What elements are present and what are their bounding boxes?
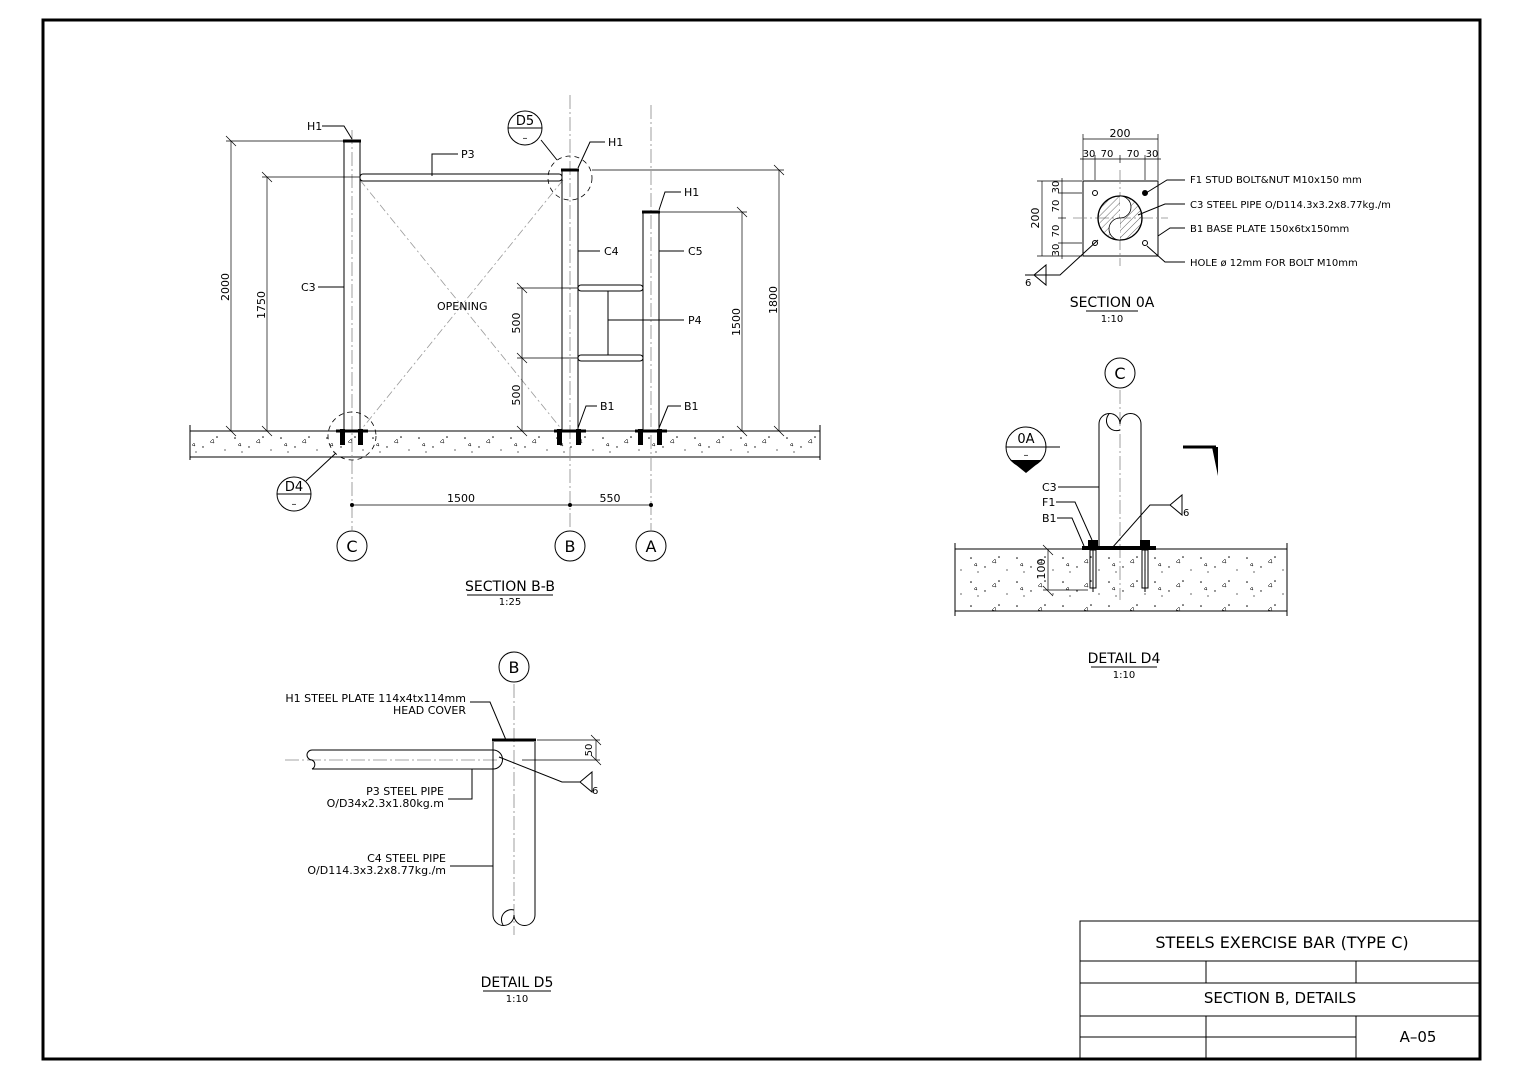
- svg-text:B1: B1: [1042, 512, 1057, 525]
- ground-slab: [190, 431, 820, 457]
- svg-text:C3: C3: [301, 281, 316, 294]
- detail-d5-view: B 50 6 H1 STEEL PLATE 114x4tx114mm HEAD …: [285, 651, 602, 1005]
- svg-text:30: 30: [1051, 244, 1062, 257]
- svg-text:500: 500: [510, 385, 523, 406]
- svg-text:F1: F1: [1042, 496, 1055, 509]
- svg-text:B1 BASE PLATE 150x6tx150mm: B1 BASE PLATE 150x6tx150mm: [1190, 224, 1349, 235]
- svg-text:D4: D4: [285, 480, 303, 495]
- base-bolts: [336, 429, 667, 445]
- svg-text:C3 STEEL PIPE O/D114.3x3.2x: C3 STEEL PIPE O/D114.3x3.2x8.77kg./m: [1190, 200, 1391, 211]
- detail-d4-scale: 1:10: [1113, 670, 1135, 681]
- grid-c: C: [346, 537, 357, 556]
- grid-a: A: [646, 537, 657, 556]
- svg-text:–: –: [1024, 450, 1029, 461]
- svg-text:HEAD COVER: HEAD COVER: [393, 704, 466, 717]
- section-0a-title: SECTION 0A: [1070, 295, 1155, 311]
- svg-text:0A: 0A: [1017, 432, 1034, 447]
- svg-text:–: –: [292, 499, 297, 510]
- svg-text:O/D114.3x3.2x8.77kg./m: O/D114.3x3.2x8.77kg./m: [307, 864, 446, 877]
- svg-text:C3: C3: [1042, 481, 1057, 494]
- svg-text:H1: H1: [307, 120, 322, 133]
- drawing-number: A–05: [1400, 1028, 1437, 1046]
- svg-text:HOLE ø 12mm FOR BOLT M10m: HOLE ø 12mm FOR BOLT M10mm: [1190, 258, 1358, 269]
- base-plate: [1082, 180, 1159, 257]
- svg-text:70: 70: [1051, 200, 1062, 213]
- d4-slab: [955, 549, 1287, 611]
- svg-text:50: 50: [584, 744, 595, 757]
- section-bb-scale: 1:25: [499, 597, 521, 608]
- svg-text:550: 550: [600, 492, 621, 505]
- svg-text:500: 500: [510, 313, 523, 334]
- project-title: STEELS EXERCISE BAR (TYPE C): [1155, 933, 1408, 952]
- svg-text:F1 STUD BOLT&NUT M10x150 m: F1 STUD BOLT&NUT M10x150 mm: [1190, 175, 1362, 186]
- title-block: STEELS EXERCISE BAR (TYPE C) SECTION B, …: [1079, 920, 1481, 1060]
- svg-text:O/D34x2.3x1.80kg.m: O/D34x2.3x1.80kg.m: [327, 797, 444, 810]
- svg-text:H1: H1: [684, 186, 699, 199]
- detail-d5-title: DETAIL D5: [481, 975, 554, 991]
- svg-text:2000: 2000: [219, 273, 232, 301]
- svg-text:200: 200: [1110, 127, 1131, 140]
- svg-text:30: 30: [1051, 181, 1062, 194]
- tag-d4: D4 –: [276, 452, 337, 512]
- svg-text:1500: 1500: [730, 308, 743, 336]
- svg-text:30: 30: [1146, 149, 1159, 160]
- svg-text:P4: P4: [688, 314, 702, 327]
- sheet-title: SECTION B, DETAILS: [1204, 989, 1356, 1007]
- svg-text:6: 6: [592, 786, 598, 797]
- section-0a-view: 200 30 70 70 30 200 30 70 70 30 6 F1 STU…: [1025, 127, 1391, 325]
- tag-d5: D5 –: [507, 110, 558, 161]
- svg-text:30: 30: [1083, 149, 1096, 160]
- svg-text:1800: 1800: [767, 286, 780, 314]
- svg-text:C4: C4: [604, 245, 619, 258]
- svg-text:P3: P3: [461, 148, 475, 161]
- detail-circle-d5: [547, 155, 593, 201]
- svg-text:6: 6: [1183, 508, 1189, 519]
- svg-text:70: 70: [1051, 225, 1062, 238]
- rail-p3: [359, 173, 563, 182]
- svg-text:P3 STEEL PIPE: P3 STEEL PIPE: [366, 785, 444, 798]
- d5-grid-b: B: [509, 658, 520, 677]
- detail-d4-view: C 0A – C3 F1: [954, 357, 1288, 681]
- svg-text:H1: H1: [608, 136, 623, 149]
- svg-text:–: –: [523, 133, 528, 144]
- svg-text:100: 100: [1035, 559, 1048, 580]
- section-bb-title: SECTION B-B: [465, 579, 555, 595]
- grid-b: B: [565, 537, 576, 556]
- svg-text:H1 STEEL PLATE 114x4tx114mm: H1 STEEL PLATE 114x4tx114mm: [285, 692, 466, 705]
- section-bb-view: OPENING D5 –: [189, 95, 821, 608]
- svg-text:B1: B1: [600, 400, 615, 413]
- opening-label: OPENING: [437, 300, 487, 313]
- detail-d4-title: DETAIL D4: [1088, 651, 1161, 667]
- svg-text:1750: 1750: [255, 291, 268, 319]
- rung-p4-lower: [577, 354, 644, 362]
- svg-text:200: 200: [1029, 208, 1042, 229]
- svg-text:70: 70: [1101, 149, 1114, 160]
- svg-text:C4 STEEL PIPE: C4 STEEL PIPE: [367, 852, 446, 865]
- detail-circle-d4: [327, 411, 377, 461]
- d4-grid-c: C: [1114, 364, 1125, 383]
- tag-0a: 0A –: [1005, 426, 1047, 473]
- svg-text:C5: C5: [688, 245, 703, 258]
- section-0a-scale: 1:10: [1101, 314, 1123, 325]
- svg-text:70: 70: [1127, 149, 1140, 160]
- svg-text:1500: 1500: [447, 492, 475, 505]
- rung-p4-upper: [577, 284, 644, 292]
- detail-d5-scale: 1:10: [506, 994, 528, 1005]
- sheet-border: [41, 18, 1482, 1061]
- svg-text:B1: B1: [684, 400, 699, 413]
- svg-text:D5: D5: [516, 114, 534, 129]
- svg-text:6: 6: [1025, 278, 1031, 289]
